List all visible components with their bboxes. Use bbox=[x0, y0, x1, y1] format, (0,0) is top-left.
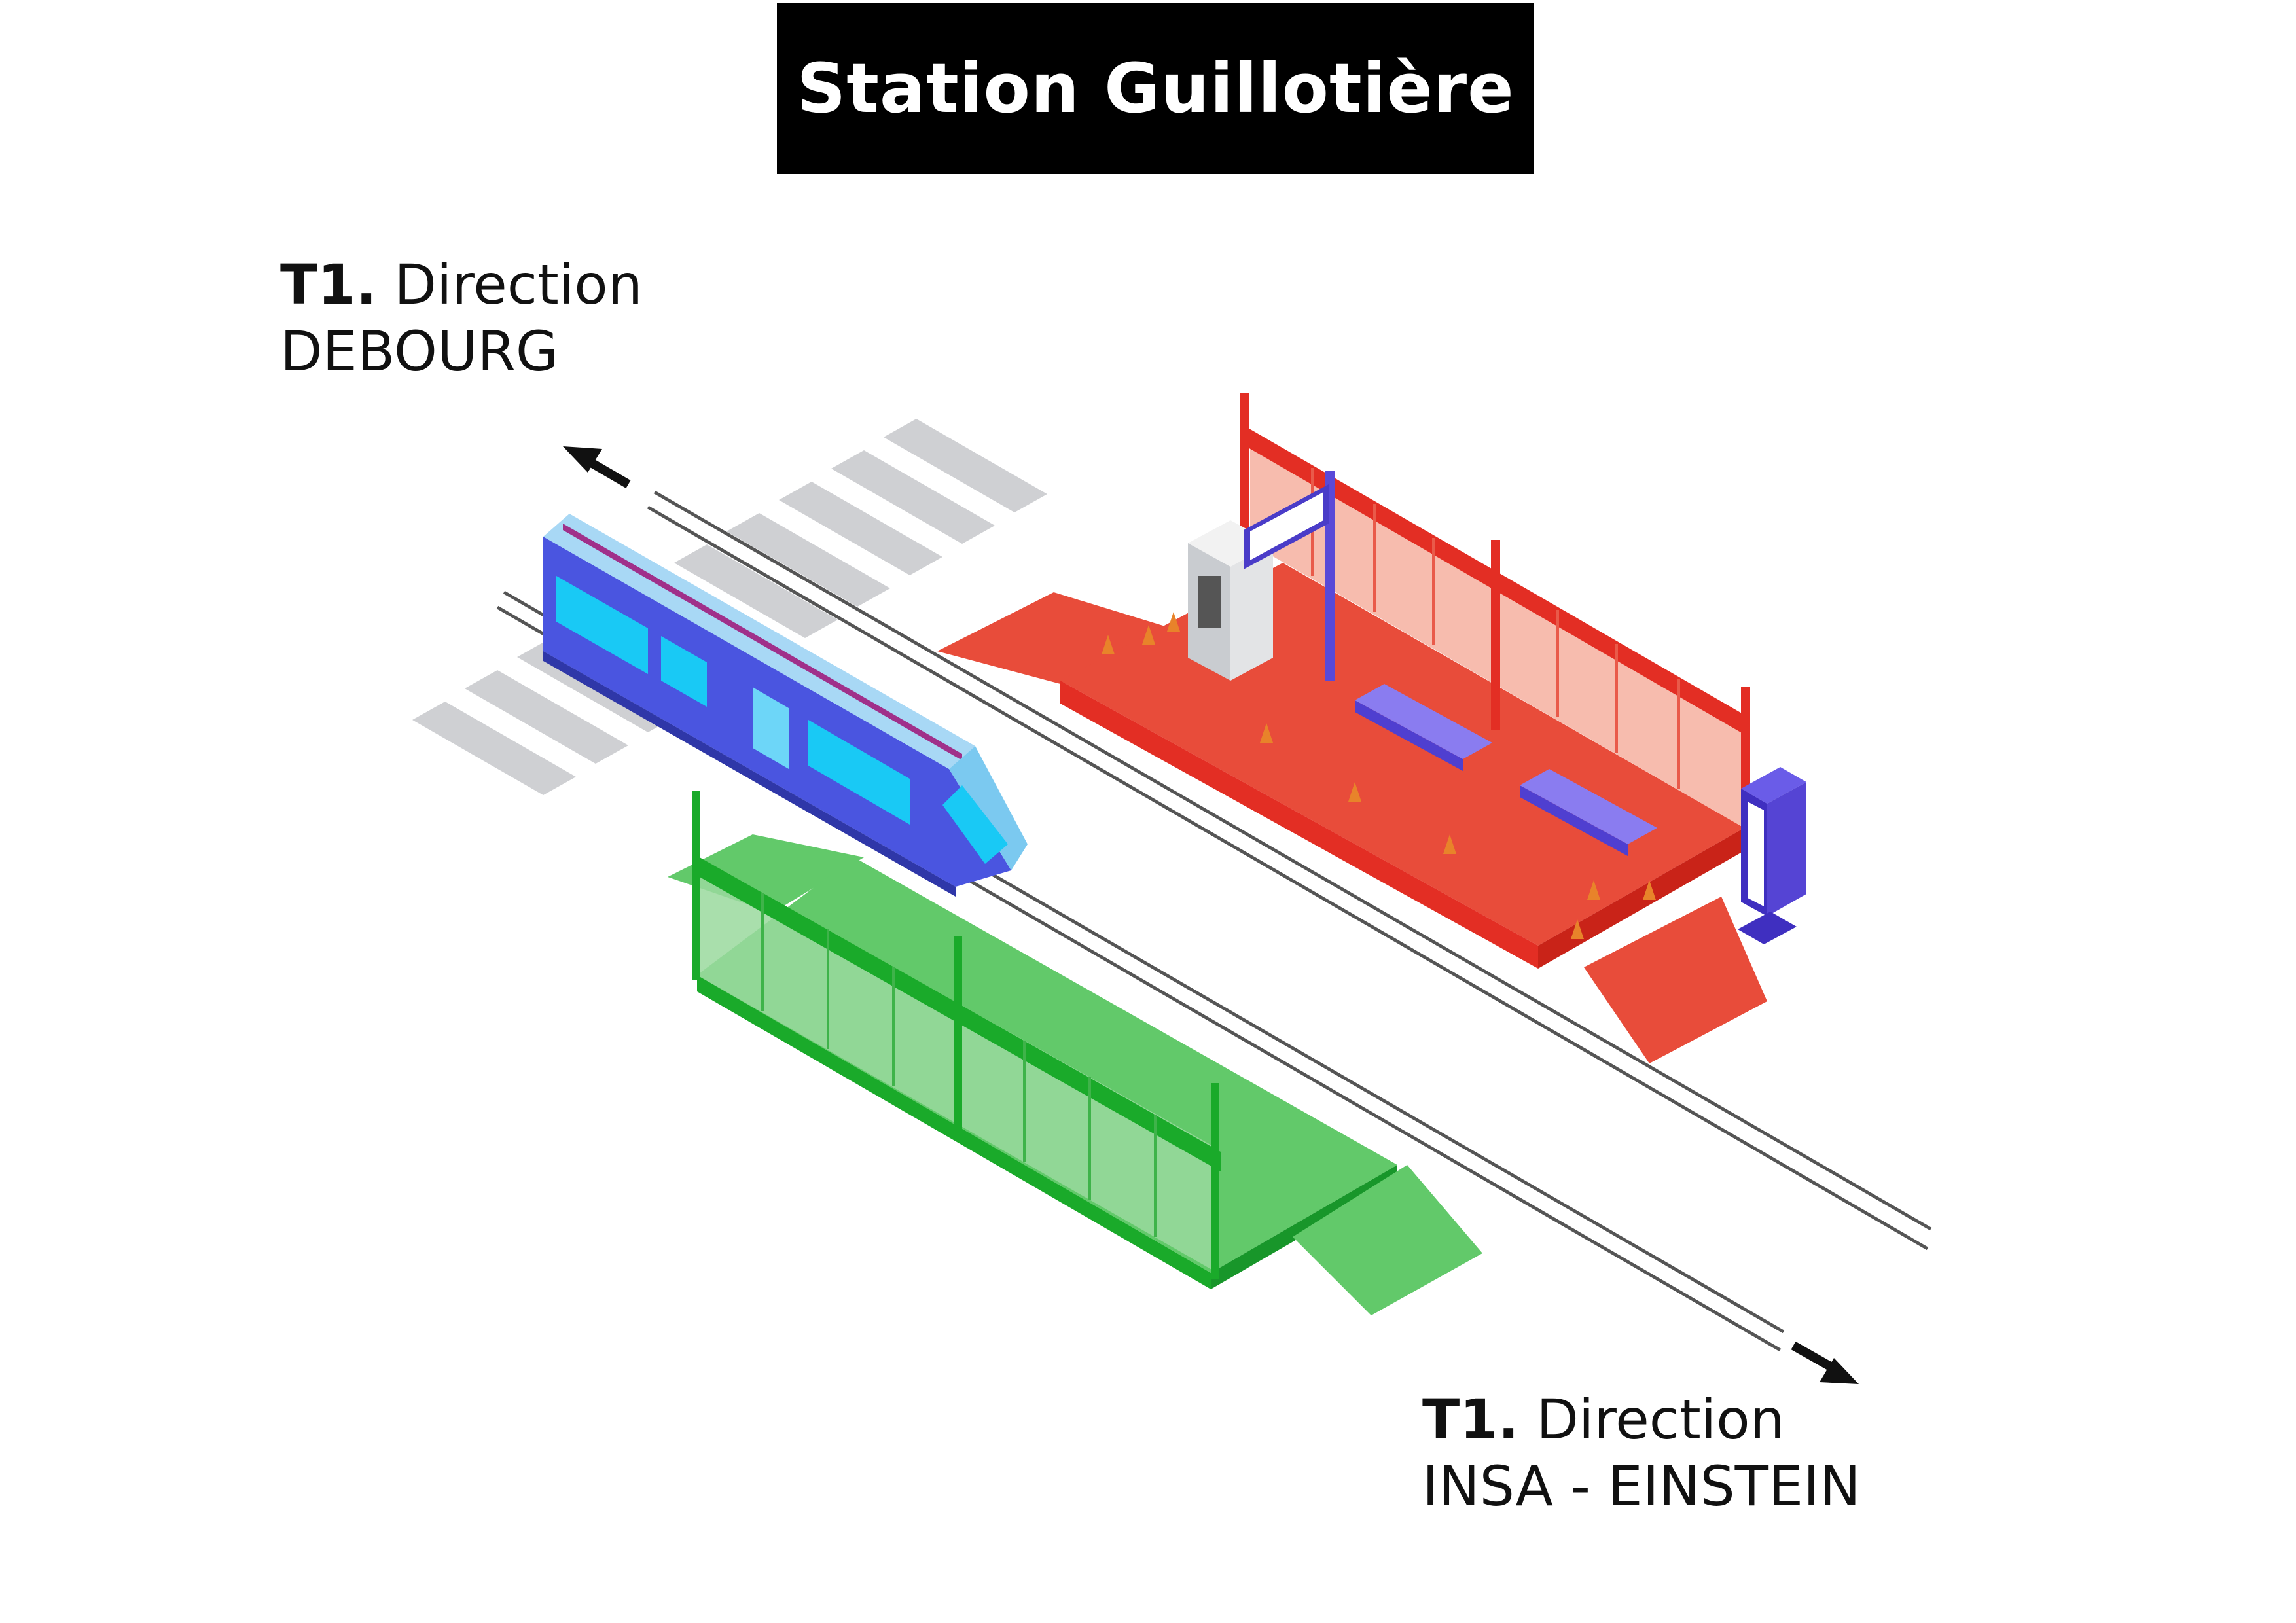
bench-icon bbox=[1355, 684, 1657, 856]
line-code: T1. bbox=[280, 253, 377, 317]
tram-icon bbox=[543, 514, 1028, 897]
station-title: Station Guillotière bbox=[797, 48, 1515, 128]
info-totem-icon bbox=[1738, 767, 1806, 944]
traffic-cone-icon bbox=[1102, 612, 1656, 939]
direction-label-debourg: T1. Direction DEBOURG bbox=[280, 251, 643, 385]
sign-post bbox=[1244, 471, 1335, 681]
station-title-box: Station Guillotière bbox=[777, 3, 1534, 174]
direction-destination: INSA - EINSTEIN bbox=[1422, 1454, 1861, 1519]
arrow-icon bbox=[563, 446, 1859, 1384]
line-code: T1. bbox=[1422, 1387, 1519, 1452]
direction-word: Direction bbox=[1536, 1387, 1785, 1452]
platform-insa bbox=[668, 791, 1482, 1315]
direction-word: Direction bbox=[394, 253, 643, 317]
direction-label-insa: T1. Direction INSA - EINSTEIN bbox=[1422, 1386, 1861, 1520]
direction-destination: DEBOURG bbox=[280, 319, 558, 384]
